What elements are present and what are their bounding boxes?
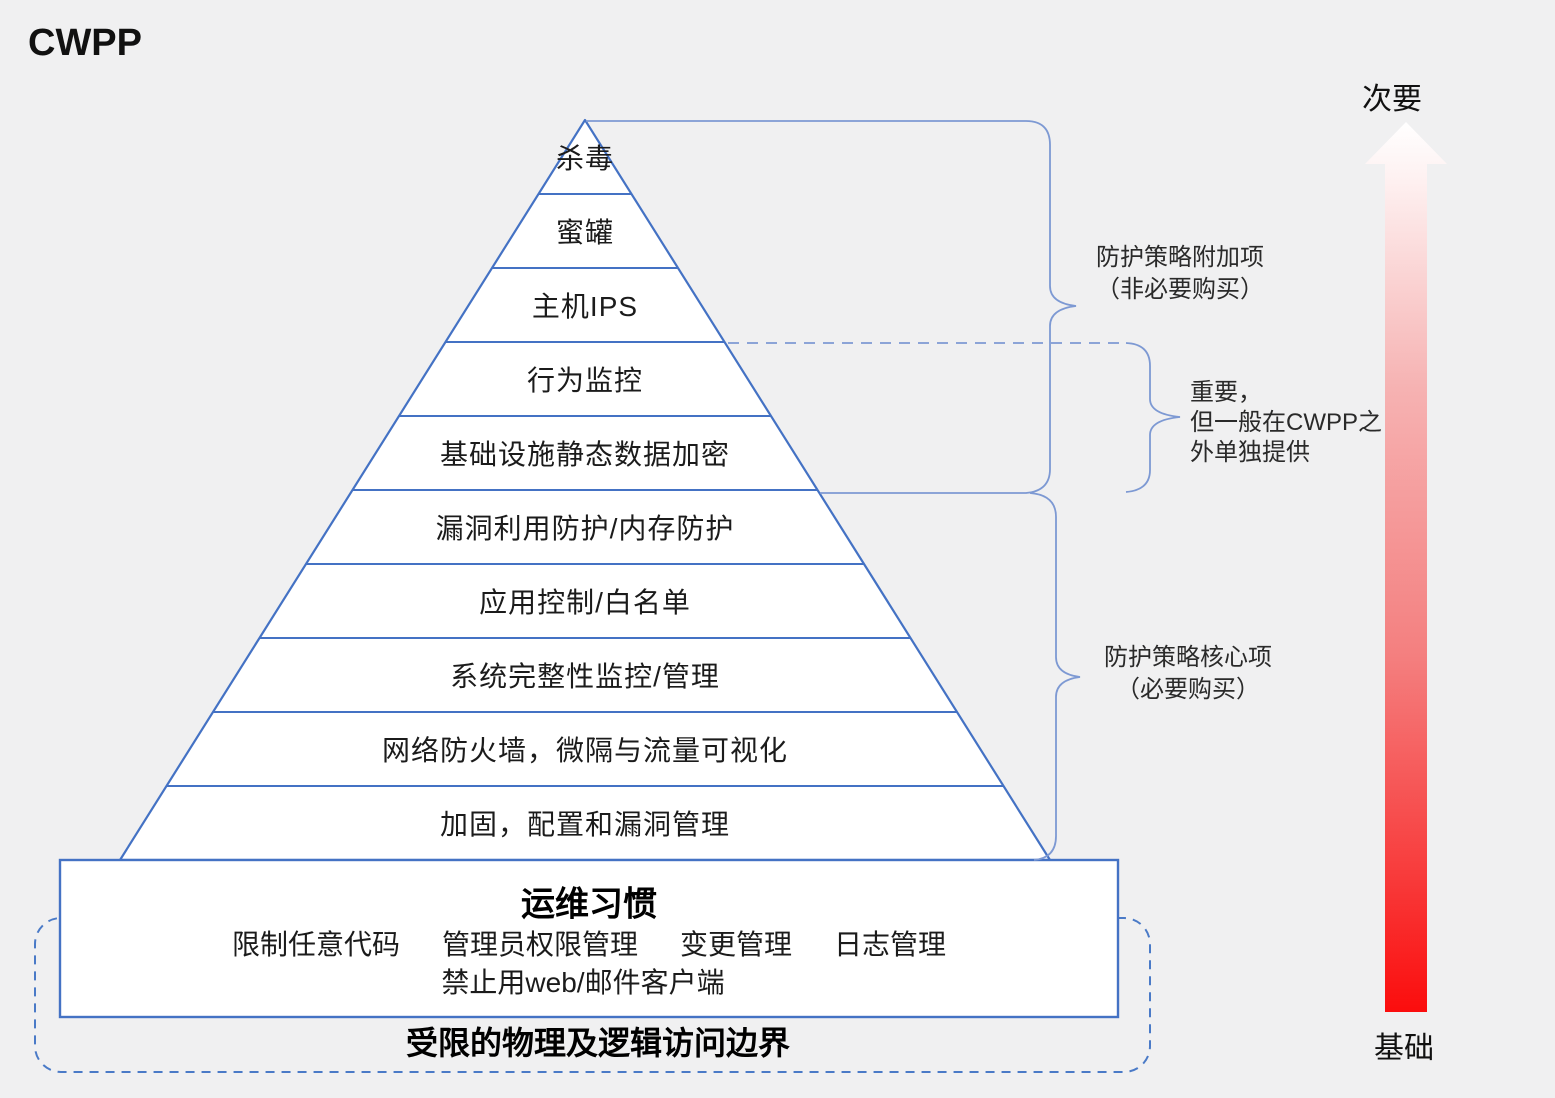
pyramid-level-label-firewall: 网络防火墙，微隔与流量可视化 <box>381 735 789 766</box>
annotation-core-line1: 防护策略核心项 <box>1104 644 1272 671</box>
annotation-addon: 防护策略附加项 （非必要购买） <box>1096 242 1264 306</box>
pyramid-level-label-host-ips: 主机IPS <box>531 291 639 322</box>
pyramid-level-label-antivirus: 杀毒 <box>555 143 615 174</box>
ops-item-log-mgmt: 日志管理 <box>834 929 947 960</box>
pyramid-level-label-hardening: 加固，配置和漏洞管理 <box>439 809 731 840</box>
brace-external <box>1125 342 1181 493</box>
annotation-external: 重要， 但一般在CWPP之 外单独提供 <box>1190 378 1382 468</box>
ops-box-title: 运维习惯 <box>521 885 657 924</box>
boundary-label: 受限的物理及逻辑访问边界 <box>405 1025 791 1061</box>
annotation-external-line1: 重要， <box>1190 379 1262 406</box>
page-title: CWPP <box>28 22 142 64</box>
pyramid-level-label-encryption: 基础设施静态数据加密 <box>439 439 731 470</box>
brace-core <box>1029 492 1081 861</box>
axis-label-foundation: 基础 <box>1374 1032 1434 1065</box>
pyramid-level-label-behavior: 行为监控 <box>526 365 644 396</box>
ops-item-admin-rights: 管理员权限管理 <box>441 929 638 960</box>
annotation-core: 防护策略核心项 （必要购买） <box>1104 642 1272 706</box>
annotation-addon-line1: 防护策略附加项 <box>1096 244 1264 271</box>
pyramid-level-label-app-control: 应用控制/白名单 <box>479 587 691 618</box>
annotation-external-line2: 但一般在CWPP之 <box>1190 409 1382 436</box>
pyramid-level-label-integrity: 系统完整性监控/管理 <box>450 661 720 692</box>
ops-item-change-mgmt: 变更管理 <box>680 929 793 960</box>
annotation-addon-line2: （非必要购买） <box>1096 276 1264 303</box>
ops-item-no-web-mail: 禁止用web/邮件客户端 <box>441 967 725 998</box>
pyramid-level-label-exploit: 漏洞利用防护/内存防护 <box>435 513 735 544</box>
brace-addon <box>586 120 1077 494</box>
annotation-external-line3: 外单独提供 <box>1190 439 1310 466</box>
importance-arrow <box>1365 122 1447 1012</box>
ops-item-restrict-code: 限制任意代码 <box>231 929 400 960</box>
annotation-core-line2: （必要购买） <box>1116 676 1260 703</box>
ops-box-rect <box>58 858 1120 1019</box>
pyramid-dividers <box>166 193 1004 787</box>
ops-box-items: 限制任意代码 管理员权限管理 变更管理 日志管理 <box>60 928 1118 962</box>
axis-label-secondary: 次要 <box>1362 83 1422 116</box>
pyramid-level-label-honeypot: 蜜罐 <box>555 217 615 248</box>
